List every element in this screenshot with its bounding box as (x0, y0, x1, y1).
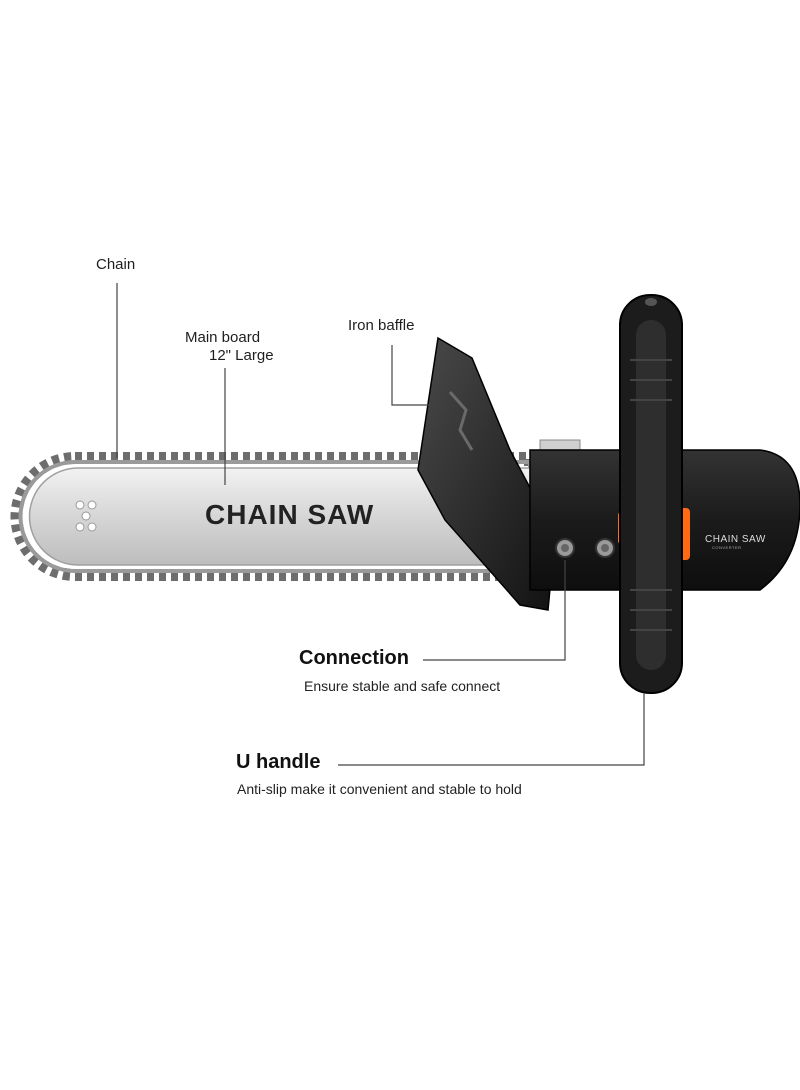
connection-title: Connection (299, 647, 409, 669)
iron-baffle (417, 336, 556, 611)
u-handle-description: Anti-slip make it convenient and stable … (237, 781, 522, 797)
bar-text: CHAIN SAW (205, 499, 374, 530)
brand-label: CHAIN SAW (705, 534, 766, 545)
iron-baffle-label: Iron baffle (348, 317, 415, 334)
brand-sublabel: CONVERTER (712, 545, 742, 550)
leader-lines (116, 283, 645, 766)
connection-description: Ensure stable and safe connect (304, 678, 501, 694)
guide-bar: CHAIN SAW (28, 467, 531, 566)
iron-baffle-leader (391, 345, 430, 406)
main-board-label: Main board (185, 329, 261, 346)
chain-label: Chain (96, 256, 136, 273)
connection-leader (423, 560, 566, 661)
main-board-size-label: 12" Large (209, 347, 274, 364)
u-handle-title: U handle (236, 751, 321, 773)
chain (10, 452, 536, 581)
u-handle (619, 294, 683, 694)
u-handle-leader (338, 693, 645, 766)
